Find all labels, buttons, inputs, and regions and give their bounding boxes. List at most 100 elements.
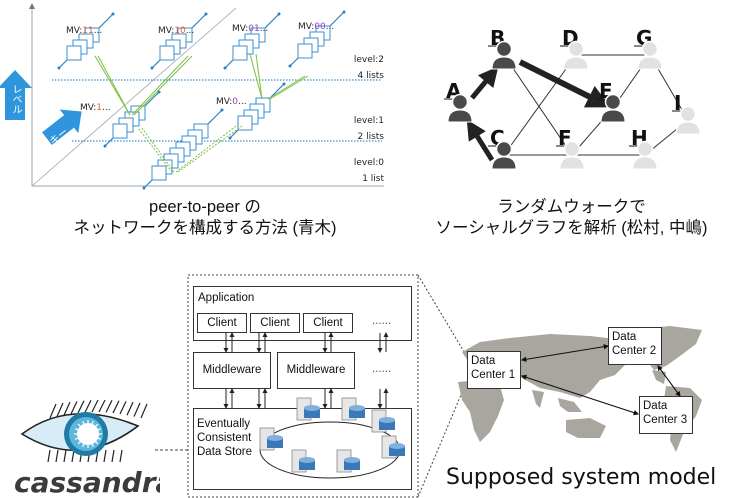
datacenter-label: Data — [471, 355, 496, 367]
server-icon — [296, 397, 320, 421]
mv-label-0: MV:0... — [216, 97, 247, 107]
person-node-i: I — [672, 91, 701, 135]
system-model-caption: Supposed system model — [446, 465, 717, 490]
client-label: Client — [207, 317, 237, 329]
level-arrow-label: レベル — [8, 84, 22, 118]
person-node-a: A — [444, 79, 473, 123]
level-name: level:1 — [353, 116, 384, 126]
cassandra-logo: cassandra — [14, 400, 160, 498]
person-body-icon — [675, 121, 701, 135]
database-icon — [389, 443, 405, 449]
person-node-g: G — [634, 26, 663, 70]
level-list-count: 4 lists — [357, 71, 385, 81]
person-node-h: H — [629, 126, 658, 170]
caption-line-1: ランダムウォークで — [497, 198, 646, 216]
datacenter-1-box: Data Center 1 — [467, 351, 521, 389]
world-map — [458, 326, 702, 452]
datacenter-3-box: Data Center 3 — [639, 396, 693, 434]
client-box-1: Client — [197, 313, 247, 333]
mv-bits: 11 — [82, 26, 94, 36]
level-label-1: level:1 2 lists — [350, 113, 384, 145]
graph-edge-C-D — [503, 54, 577, 156]
pointer-end — [220, 108, 224, 112]
node-stack-10 — [150, 12, 208, 70]
level-link-dotted — [175, 122, 241, 173]
caption-line-2: ネットワークを構成する方法 (青木) — [73, 219, 337, 237]
level-label-2: level:2 4 lists — [350, 52, 384, 84]
mv-label-10: MV:10... — [158, 26, 194, 36]
level-link — [267, 75, 306, 100]
client-ellipsis: ...... — [372, 315, 392, 327]
level-name: level:0 — [353, 158, 384, 168]
person-node-e: E — [597, 79, 626, 123]
application-label: Application — [198, 292, 255, 304]
person-body-icon — [491, 156, 517, 170]
person-body-icon — [600, 109, 626, 123]
middleware-label: Middleware — [202, 364, 262, 376]
mv-label-11: MV:11... — [66, 26, 102, 36]
level-link — [255, 53, 263, 100]
pointer-end — [342, 10, 346, 14]
database-icon — [379, 417, 395, 423]
person-body-icon — [559, 156, 585, 170]
level-link — [131, 55, 189, 116]
person-body-icon — [637, 56, 663, 70]
client-label: Client — [313, 317, 343, 329]
datacenter-link-0 — [520, 343, 610, 363]
person-body-icon — [632, 156, 658, 170]
mv-bits: 00 — [314, 22, 326, 32]
pointer-end — [223, 66, 227, 70]
middleware-label: Middleware — [286, 364, 346, 376]
walk-arrow-1 — [518, 59, 611, 108]
node-square — [297, 43, 313, 59]
server-icon — [336, 449, 360, 473]
pointer-end — [150, 66, 154, 70]
mv-suffix: ... — [185, 26, 195, 36]
mv-prefix: MV: — [216, 97, 233, 107]
level-label-0: level:0 1 list — [350, 155, 384, 187]
cassandra-wordmark: cassandra — [14, 466, 160, 498]
pointer-end — [157, 90, 161, 94]
node-square — [151, 165, 167, 181]
node-square — [232, 45, 248, 61]
level-link — [133, 55, 193, 116]
datacenter-label: Center 2 — [612, 345, 657, 357]
server-icon — [291, 449, 315, 473]
mv-bits: 01 — [248, 24, 260, 34]
datacenter-label: Data — [612, 331, 637, 343]
node-square — [159, 45, 175, 61]
mv-suffix: ... — [259, 24, 269, 34]
node-stack-level0 — [142, 108, 224, 190]
node-stack-11 — [57, 12, 115, 70]
pointer-end — [204, 12, 208, 16]
mv-label-00: MV:00... — [298, 22, 334, 32]
datacenter-2-box: Data Center 2 — [608, 327, 662, 365]
mv-suffix: ... — [101, 103, 111, 113]
database-icon — [349, 405, 365, 411]
graph-edge-B-F — [503, 54, 573, 156]
level-list-count: 1 list — [362, 174, 384, 184]
skipgraph-caption: peer-to-peer の ネットワークを構成する方法 (青木) — [20, 197, 390, 239]
mv-prefix: MV: — [66, 26, 83, 36]
level-link — [97, 55, 131, 116]
person-node-c: C — [488, 126, 517, 170]
walk-arrow-0 — [470, 66, 499, 100]
pointer-end — [288, 64, 292, 68]
node-stack-1 — [103, 90, 161, 148]
node-label: I — [674, 91, 681, 115]
datacenter-link-2 — [657, 365, 681, 397]
pointer-end — [111, 12, 115, 16]
pointer-end — [103, 144, 107, 148]
client-box-2: Client — [250, 313, 300, 333]
mv-bits: 10 — [174, 26, 186, 36]
node-stack-0 — [228, 82, 286, 140]
eye-icon — [20, 400, 148, 463]
person-body-icon — [563, 56, 589, 70]
level-label-text: レベル — [10, 84, 21, 114]
mv-prefix: MV: — [158, 26, 175, 36]
level-name: level:2 — [353, 55, 384, 65]
walk-arrow-2 — [466, 119, 495, 162]
